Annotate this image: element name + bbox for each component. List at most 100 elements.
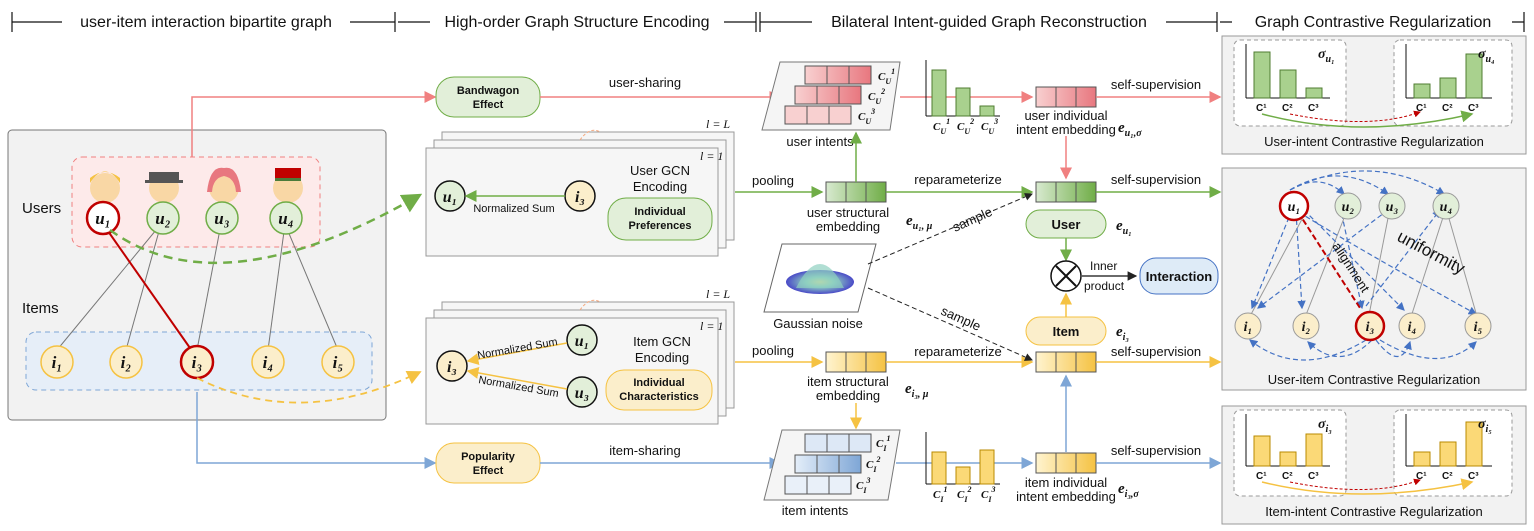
u-contrast-red xyxy=(1289,110,1421,122)
user-to-gcn-curve xyxy=(109,193,423,265)
user-individual-l1: user individual xyxy=(1024,108,1107,123)
popularity-arrow xyxy=(196,392,437,469)
user-layer-bottom: l = 1 xyxy=(700,149,723,163)
tick-u1-c3: C³ xyxy=(1308,103,1319,114)
bar-u1-c2 xyxy=(1279,69,1297,99)
ui-i1: i₁ xyxy=(1244,320,1253,335)
inner-label: Inner xyxy=(1090,259,1117,273)
tick-i5-c2: C² xyxy=(1442,471,1453,482)
tick-ci1: CI1 xyxy=(933,485,947,504)
bandwagon-effect-box xyxy=(435,76,541,118)
user-layer-loop xyxy=(579,129,601,141)
ui-i5: i₅ xyxy=(1474,320,1483,335)
user-intents-label: user intents xyxy=(786,134,854,149)
gcn-node-i3: i₃ xyxy=(575,189,585,206)
ui-u1: u₁ xyxy=(1288,200,1301,215)
tick-i3-c2: C² xyxy=(1282,471,1293,482)
bandwagon-arrow xyxy=(191,91,437,157)
item-nodes xyxy=(40,344,355,380)
tick-i3-c3: C³ xyxy=(1308,471,1319,482)
bipartite-edges xyxy=(56,223,339,351)
tick-u1-c2: C² xyxy=(1282,103,1293,114)
user-structural-embedding xyxy=(825,181,887,203)
item-layer-loop xyxy=(579,299,601,311)
self-sup-label-3: self-supervision xyxy=(1111,344,1201,359)
item-pooling-label: pooling xyxy=(752,343,794,358)
tick-cu1: CU1 xyxy=(933,117,950,136)
item-gcn-title-1: Item GCN xyxy=(633,334,691,349)
header-bipartite: user-item interaction bipartite graph xyxy=(80,14,332,31)
tick-ci2: CI2 xyxy=(957,485,971,504)
header-reconstruction: Bilateral Intent-guided Graph Reconstruc… xyxy=(831,14,1147,31)
bar-i3-c1 xyxy=(1253,435,1271,467)
bar-i5-c2 xyxy=(1439,441,1457,467)
characteristics-line2: Characteristics xyxy=(619,391,699,403)
user-intent-rows xyxy=(784,65,872,125)
user-item-nodes xyxy=(1234,190,1492,342)
tick-cu3: CU3 xyxy=(981,117,998,136)
chart-i3: C¹ C² C³ σi₃ xyxy=(1245,414,1332,482)
node-i2: i₂ xyxy=(121,353,132,372)
user-structural-l2: embedding xyxy=(816,219,880,234)
header-encoding: High-order Graph Structure Encoding xyxy=(444,14,709,31)
u-contrast-green xyxy=(1261,110,1474,128)
cu3-label: CU3 xyxy=(858,107,875,126)
bar-u1-c3 xyxy=(1305,87,1323,99)
item-individual-l2: intent embedding xyxy=(1016,489,1116,504)
item-final-embedding xyxy=(1035,351,1097,373)
e-i3-mu: ei₃, μ xyxy=(905,381,929,400)
node-i4: i₄ xyxy=(263,353,274,372)
user-avatar-u2: u₂ xyxy=(145,172,183,235)
alignment-line xyxy=(1297,211,1361,309)
individual-preferences-box xyxy=(607,197,713,241)
user-final-embedding xyxy=(1035,181,1097,203)
bar-i3-c3 xyxy=(1305,433,1323,467)
item-intent-rows xyxy=(784,433,872,495)
e-u1: eu₁ xyxy=(1116,218,1132,237)
item-intent-caption: Item-intent Contrastive Regularization xyxy=(1265,504,1483,519)
user-individual-l2: intent embedding xyxy=(1016,122,1116,137)
popularity-effect-box xyxy=(435,442,541,484)
e-u1-mu: eu₁, μ xyxy=(906,213,933,232)
tick-i3-c1: C¹ xyxy=(1256,471,1267,482)
ui-u4: u₄ xyxy=(1440,200,1453,215)
tick-i5-c1: C¹ xyxy=(1416,471,1427,482)
item-to-gcn-curve xyxy=(196,370,422,404)
bandwagon-line1: Bandwagon xyxy=(457,85,520,97)
tick-u4-c3: C³ xyxy=(1468,103,1479,114)
individual-characteristics-box xyxy=(605,369,713,411)
bar-i3-c2 xyxy=(1279,451,1297,467)
node-u2: u₂ xyxy=(155,209,170,228)
node-i1: i₁ xyxy=(52,353,63,372)
tick-ci3: CI3 xyxy=(981,485,995,504)
bar-cu2 xyxy=(955,87,971,117)
user-node-label: User xyxy=(1052,217,1081,232)
item-intents-label: item intents xyxy=(782,503,849,518)
item-agg-arrow-1 xyxy=(466,342,568,366)
self-sup-label-1: self-supervision xyxy=(1111,77,1201,92)
item-structural-l1: item structural xyxy=(807,374,889,389)
e-i3: ei₃ xyxy=(1116,324,1129,343)
chart-i5: C¹ C² C³ σi₅ xyxy=(1405,414,1492,482)
bar-i5-c3 xyxy=(1465,421,1483,467)
item-individual-l1: item individual xyxy=(1025,475,1107,490)
popularity-line2: Effect xyxy=(473,465,504,477)
user-intent-chart: CU1 CU2 CU3 xyxy=(925,60,1000,136)
preferences-line1: Individual xyxy=(634,206,685,218)
user-reparam-label: reparameterize xyxy=(914,172,1001,187)
uniformity-arrows xyxy=(1249,170,1478,361)
bar-u4-c3 xyxy=(1465,53,1483,99)
item-sharing-label: item-sharing xyxy=(609,443,681,458)
interaction-box xyxy=(1139,257,1219,295)
gcn-node-i3b: i₃ xyxy=(447,359,457,376)
user-gcn-title-2: Encoding xyxy=(633,179,687,194)
item-intent-chart: CI1 CI2 CI3 xyxy=(925,432,1000,504)
users-group xyxy=(71,156,321,248)
user-item-caption: User-item Contrastive Regularization xyxy=(1268,372,1480,387)
user-normalized-sum: Normalized Sum xyxy=(473,203,554,215)
user-intent-caption: User-intent Contrastive Regularization xyxy=(1264,134,1484,149)
sample-label-1: sample xyxy=(950,204,994,235)
e-u1-sigma: eu₁,σ xyxy=(1118,120,1142,139)
user-layer-top: l = L xyxy=(706,117,730,131)
